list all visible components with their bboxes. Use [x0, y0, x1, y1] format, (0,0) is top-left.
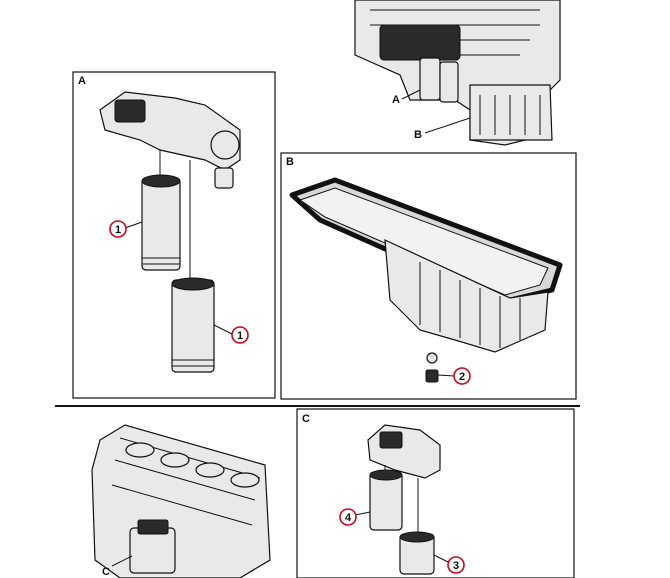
- filter-housing-c: [367, 424, 441, 534]
- panel-b-title: B: [286, 156, 294, 168]
- callout-1-top: 1: [115, 224, 121, 236]
- callout-1-bottom: 1: [237, 330, 243, 342]
- oil-filter-1-top: [141, 174, 181, 271]
- panel-c-title: C: [302, 413, 310, 425]
- oil-pan: [289, 177, 563, 383]
- overview-pointer-b: B: [414, 129, 422, 141]
- callout-2: 2: [459, 371, 465, 383]
- engine-overview-bottom: [91, 424, 271, 578]
- overview-pointer-a: A: [392, 94, 400, 106]
- engine-overview-top: [354, 0, 561, 146]
- callout-circle-4: [339, 508, 357, 526]
- callout-circle-1-bottom: [231, 326, 249, 344]
- callout-3: 3: [453, 560, 459, 572]
- fuel-filter-4: [369, 469, 403, 531]
- oil-filter-1-bottom: [171, 277, 215, 373]
- callout-circle-3: [447, 556, 465, 574]
- panel-a-title: A: [78, 75, 86, 87]
- panel-b-frame: [280, 152, 577, 400]
- callout-4: 4: [345, 512, 352, 524]
- panel-a-frame: [72, 71, 276, 399]
- callout-circle-1-top: [109, 220, 127, 238]
- callout-circle-2: [453, 367, 471, 385]
- overview-pointer-c: C: [102, 566, 110, 578]
- fuel-filter-3: [399, 531, 435, 575]
- filter-housing-a: [99, 91, 241, 280]
- panel-c-frame: [296, 408, 575, 578]
